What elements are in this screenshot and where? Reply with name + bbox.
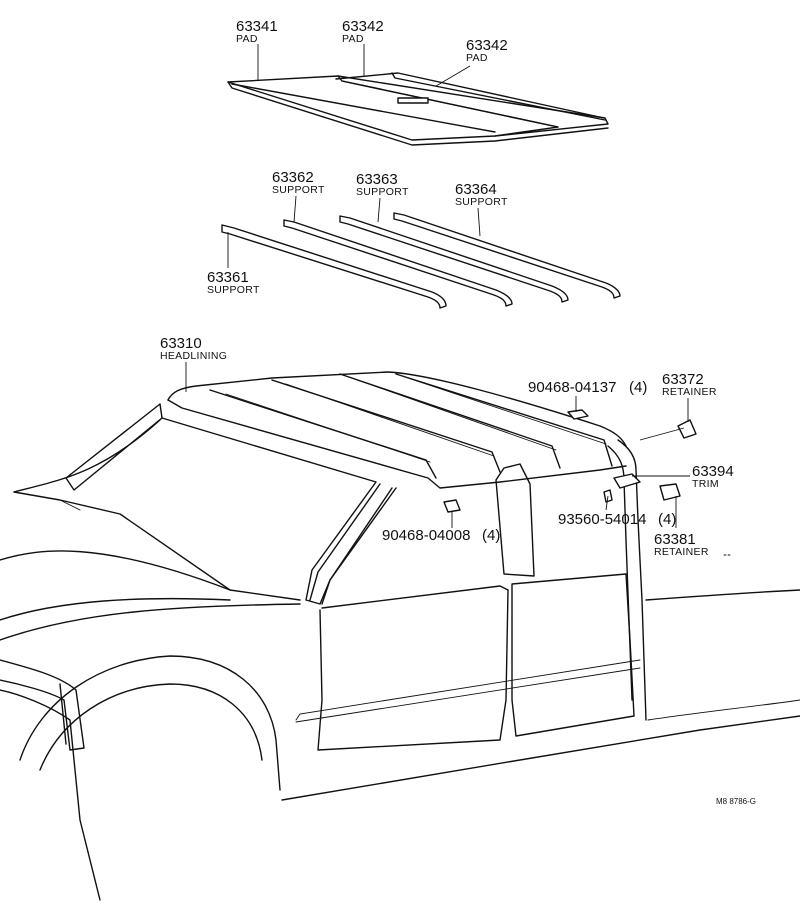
part-number-63342: 63342 <box>342 18 384 35</box>
part-name-support: SUPPORT <box>356 186 409 198</box>
part-number-90468-04008: 90468-04008 <box>382 527 470 544</box>
callout-63341: 63341 PAD <box>236 18 278 45</box>
trim-63394-part <box>613 473 641 489</box>
part-number-63372: 63372 <box>662 371 704 388</box>
clip-90468-04008-part <box>443 499 461 513</box>
part-name-retainer: RETAINER <box>662 386 717 398</box>
callout-63342-b: 63342 PAD <box>466 37 508 64</box>
part-name-pad: PAD <box>342 33 364 45</box>
part-number-63341: 63341 <box>236 18 278 35</box>
callout-63372: 63372 RETAINER <box>662 371 717 398</box>
part-number-93560-54014: 93560-54014 <box>558 511 646 528</box>
callout-63361: 63361 SUPPORT <box>207 269 260 296</box>
pad-panels <box>227 72 609 146</box>
callout-63381: 63381 RETAINER <box>654 531 709 558</box>
part-name-pad: PAD <box>236 33 258 45</box>
part-number-63364: 63364 <box>455 181 497 198</box>
drawing-code: M8 8786-G <box>716 797 756 806</box>
clip-90468-04137-part <box>567 409 589 420</box>
part-number-63361: 63361 <box>207 269 249 286</box>
part-name-retainer: RETAINER <box>654 546 709 558</box>
part-name-trim: TRIM <box>692 478 719 490</box>
part-number-63394: 63394 <box>692 463 734 480</box>
hardware-parts <box>443 409 697 513</box>
callout-63310: 63310 HEADLINING <box>160 335 227 362</box>
callout-63394: 63394 TRIM <box>692 463 734 490</box>
callout-63362: 63362 SUPPORT <box>272 169 325 196</box>
retainer-63372-part <box>677 419 697 439</box>
part-number-63362: 63362 <box>272 169 314 186</box>
callout-63342-a: 63342 PAD <box>342 18 384 45</box>
part-number-63381: 63381 <box>654 531 696 548</box>
callout-90468-04008: 90468-04008 (4) <box>382 527 500 544</box>
part-name-pad: PAD <box>466 52 488 64</box>
part-name-support: SUPPORT <box>272 184 325 196</box>
part-name-support: SUPPORT <box>207 284 260 296</box>
part-number-90468-04137: 90468-04137 <box>528 379 616 396</box>
quantity-label: (4) <box>629 379 647 396</box>
part-number-63342: 63342 <box>466 37 508 54</box>
part-number-63310: 63310 <box>160 335 202 352</box>
part-name-headlining: HEADLINING <box>160 350 227 362</box>
callout-93560-54014: 93560-54014 (4) <box>558 511 676 528</box>
quantity-label: (4) <box>482 527 500 544</box>
leader-lines <box>185 44 731 556</box>
part-name-support: SUPPORT <box>455 196 508 208</box>
callout-63363: 63363 SUPPORT <box>356 171 409 198</box>
retainer-63381-part <box>659 483 681 501</box>
quantity-label: (4) <box>658 511 676 528</box>
part-number-63363: 63363 <box>356 171 398 188</box>
callout-90468-04137: 90468-04137 (4) <box>528 379 647 396</box>
truck-cab-outline <box>0 371 800 901</box>
support-rails <box>221 212 621 309</box>
callout-63364: 63364 SUPPORT <box>455 181 508 208</box>
